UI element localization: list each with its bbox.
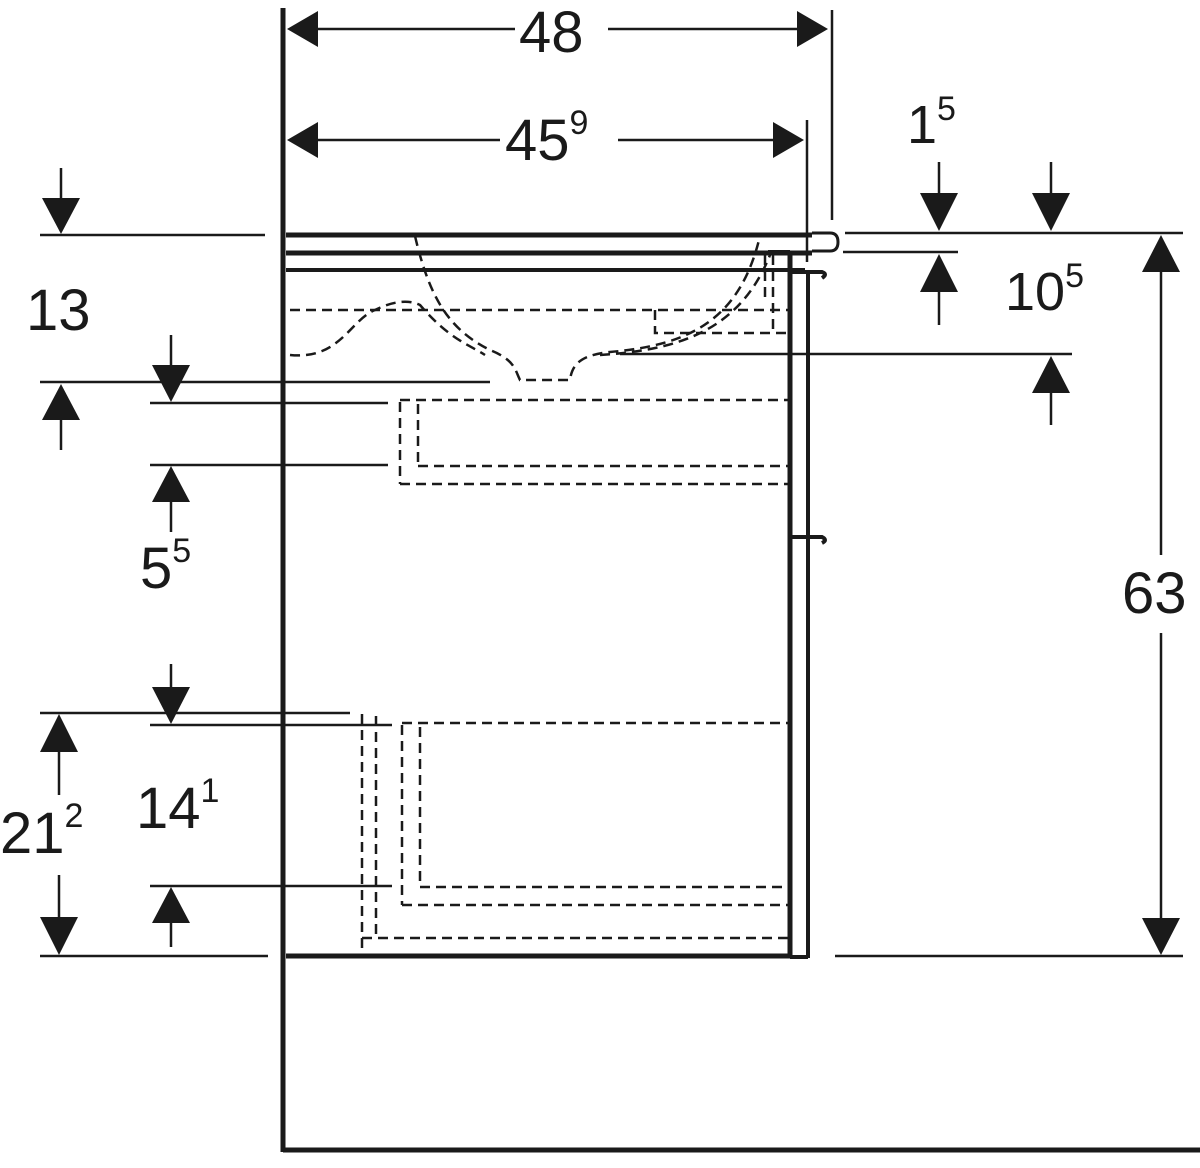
dimension-inner-width: 459 bbox=[505, 104, 589, 173]
arrowheads bbox=[40, 11, 1180, 955]
dimension-overall-width: 48 bbox=[519, 0, 584, 65]
dimension-top-drawer-height: 55 bbox=[140, 532, 192, 601]
dimension-top-to-drawer: 13 bbox=[26, 278, 91, 343]
dimension-bottom-drawer-outer: 212 bbox=[0, 797, 84, 866]
dimension-overall-height: 63 bbox=[1122, 561, 1187, 626]
dimension-top-offset: 15 bbox=[907, 90, 956, 155]
dimension-bottom-drawer-inner: 141 bbox=[136, 772, 220, 841]
dimension-basin-depth: 105 bbox=[1005, 257, 1084, 322]
